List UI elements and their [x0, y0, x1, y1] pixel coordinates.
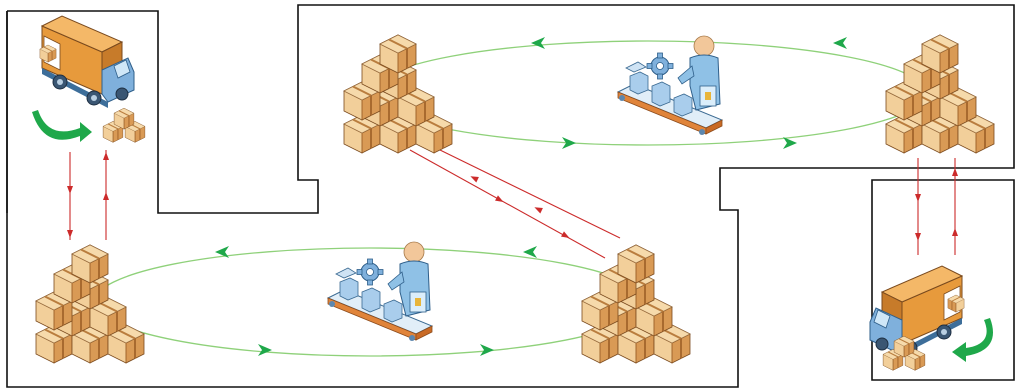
link-arrow — [67, 230, 73, 238]
link-arrow — [561, 231, 571, 241]
conveyor-worker-icon — [617, 35, 723, 136]
small-box-stack-icon — [102, 107, 146, 143]
link-arrow — [915, 233, 921, 241]
link-arrow — [915, 194, 921, 202]
right-region-border — [871, 179, 1015, 381]
cycle-arrow — [258, 344, 272, 356]
link-arrow — [952, 228, 958, 236]
cycle-arrow — [480, 344, 494, 356]
cycle-arrow — [531, 37, 545, 49]
link-arrow — [469, 173, 479, 183]
truck-loading-icon — [869, 265, 965, 359]
box-pyramid-icon — [886, 35, 994, 153]
load-arrow-icon — [952, 318, 993, 362]
cycle-arrow — [523, 246, 537, 258]
cycle-arrow — [783, 137, 797, 149]
left-region-border — [6, 4, 1015, 388]
box-pyramid-icon — [344, 35, 452, 153]
conveyor-worker-icon — [327, 241, 433, 342]
link-arrow — [533, 204, 543, 214]
truck-unloading-icon — [39, 15, 135, 109]
link-arrow — [103, 152, 109, 160]
link-arrow — [67, 186, 73, 194]
link-arrow — [952, 168, 958, 176]
box-pyramid-icon — [582, 245, 690, 363]
link-arrow — [103, 192, 109, 200]
transfer-links — [69, 149, 956, 259]
link-arrow — [495, 195, 505, 205]
unload-arrow-icon — [32, 110, 92, 142]
box-pyramid-icon — [36, 245, 144, 363]
cycle-arrow — [833, 37, 847, 49]
